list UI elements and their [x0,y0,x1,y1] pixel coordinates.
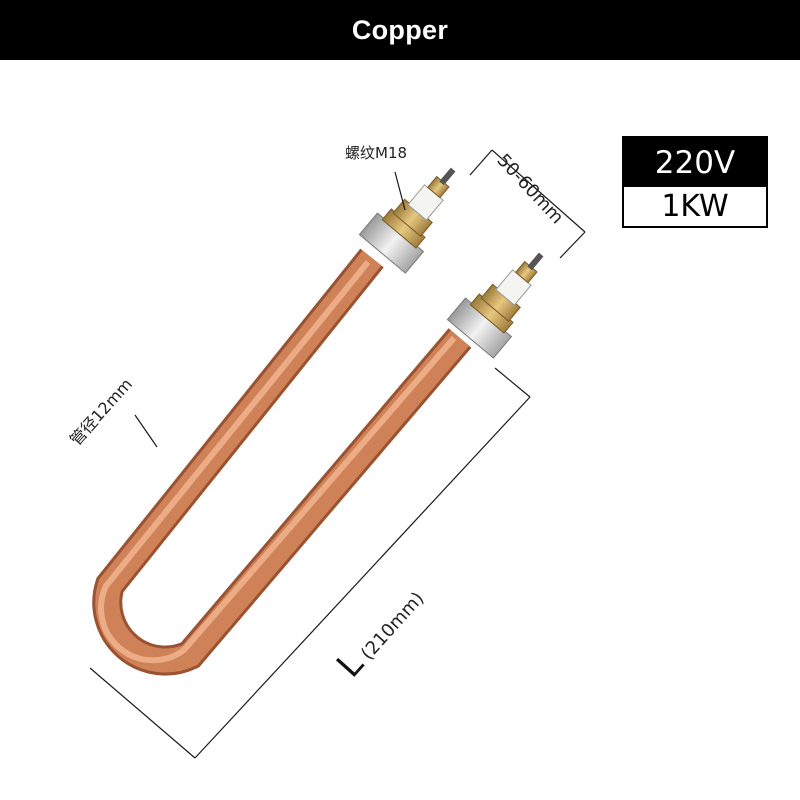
spec-box: 220V 1KW [622,136,768,228]
thread-leader [394,171,406,211]
terminal-dim-main [491,149,586,233]
copper-tube [92,248,472,676]
dimension-lines [89,149,586,759]
left-fitting [358,167,456,274]
right-fitting [446,252,544,359]
heating-element-illustration [89,149,586,759]
banner-title: Copper [351,14,449,45]
spec-voltage: 220V [624,138,766,187]
thread-label: 螺纹M18 [345,144,408,162]
top-banner: Copper [0,0,800,60]
length-dim-top [494,367,531,398]
terminal-dim-top [469,149,493,176]
length-dim-main [194,396,531,759]
terminal-dim-bottom [559,231,586,259]
spec-power: 1KW [624,187,766,226]
length-dim-bottom [89,667,196,759]
pipe-leader [134,414,158,448]
